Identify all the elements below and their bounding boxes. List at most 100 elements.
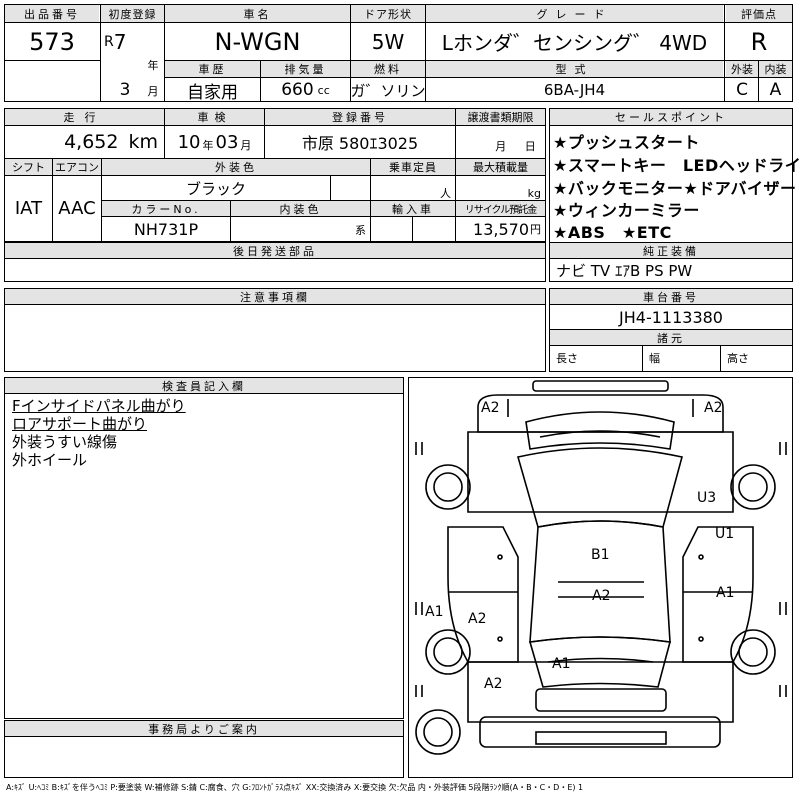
fuel-label: 燃料 [351,61,425,77]
history-label: 車歴 [165,61,260,77]
diagram-rear-hatch [528,636,672,688]
mileage-value: 4,652 [64,131,119,153]
ac: AAC [58,198,96,219]
model: 6BA-JH4 [543,81,606,99]
width-label: 幅 [649,352,660,365]
inspector-note: 外ホイール [12,451,88,469]
displacement: 660 cc [261,78,350,102]
fuel: ガ゛ソリン [351,81,425,100]
sales-point-item: ★バックモニター★ドアバイザー [553,179,797,198]
reg-year: 7 [113,30,127,54]
insp-month: 03 [215,131,239,153]
exterior-score: C [736,80,748,100]
recycle-label: リサイクル預託金 [456,201,545,216]
damage-mark: A1 [425,604,444,620]
ac-label: エアコン [53,159,101,175]
diagram-body-outline [477,394,724,433]
first-reg-label: 初度登録 [101,5,164,22]
sales-point-item: ★ABS ★ETC [553,223,672,242]
transfer-label: 譲渡書類期限 [456,109,545,125]
mileage-unit: km [128,131,158,153]
diagram-windshield [516,447,683,528]
diagram-bumper-front [532,380,669,392]
inspection-date: 10 年 03 月 [165,126,264,158]
displacement-label: 排気量 [261,61,350,77]
damage-mark: A2 [704,400,723,416]
options-value: ナビ TV ｴｱB PS PW [556,261,693,280]
car-diagram-frame [408,377,793,778]
header-block [4,4,793,102]
displacement-unit: cc [317,83,330,97]
diagram-bumper-rear [479,716,721,748]
score: R [750,27,768,56]
damage-mark: U3 [697,490,717,506]
insp-year: 10 [177,131,201,153]
shift: IAT [14,198,43,219]
mileage-label: 走行 [5,109,164,125]
damage-mark: A2 [592,588,611,604]
legend: A:ｷｽﾞ U:ﾍｺﾐ B:ｷｽﾞを伴うﾍｺﾐ P:要塗装 W:補修跡 S:錆 … [6,783,584,792]
door-label: ドア形状 [351,5,425,22]
insp-year-unit: 年 [202,139,214,152]
int-color-unit: 系 [355,224,366,237]
history: 自家用 [187,82,238,103]
sales-point-item: ★ウィンカーミラー [553,201,700,220]
sales-points-block [549,108,793,282]
score-label: 評価点 [726,5,792,22]
chassis-no: JH4-1113380 [619,307,723,327]
spec-label: 諸元 [550,330,792,345]
recycle-value: 13,570 [473,219,529,239]
ext-color: ブラック [185,179,246,198]
diagram-right-doors [682,526,754,663]
exterior-label: 外装 [726,61,758,77]
lot-no: 573 [29,27,75,56]
height-label: 高さ [727,352,749,365]
transfer-day-unit: 日 [524,140,536,153]
car-diagram [415,380,787,755]
color-no: NH731P [133,219,199,239]
diagram-spare-wheel [415,709,461,755]
transfer-date: 月 日 [456,126,545,158]
sales-point-item: ★スマートキー LEDヘッドライト [553,156,800,175]
diagram-wheel-rr [730,629,776,675]
lot-no-label: 出品番号 [5,5,99,22]
displacement-value: 660 [281,80,314,100]
mileage: 4,652 km [5,126,164,158]
insp-month-unit: 月 [240,139,252,152]
damage-mark: A2 [481,400,500,416]
transfer-month-unit: 月 [495,140,507,153]
damage-mark: A1 [716,585,735,601]
damage-mark: B1 [591,547,610,563]
chassis-label: 車台番号 [550,289,792,304]
inspector-note: ロアサポート曲がり [12,415,148,433]
grade-label: グレード [426,5,723,22]
later-parts-label: 後日発送部品 [5,243,545,258]
interior-label: 内装 [759,61,792,77]
color-no-label: カラーNo. [102,201,230,216]
damage-mark: U1 [715,526,735,542]
max-load-label: 最大積載量 [456,159,545,175]
reg-no: 市原 580ｴ3025 [301,134,419,153]
inspection-label: 車検 [165,109,264,125]
capacity-unit: 人 [440,187,451,200]
max-load-unit: kg [527,186,541,200]
car-name-label: 車名 [165,5,350,22]
int-color-label: 内装色 [231,201,370,216]
era: R [104,34,114,50]
reg-month: 3 [119,80,131,100]
inspector-block [4,377,404,719]
sales-points-label: セールスポイント [550,109,792,125]
inspector-note: Fインサイドパネル曲がり [12,397,186,415]
office-label: 事務局よりご案内 [5,721,403,736]
car-name: N-WGN [214,27,301,56]
import-label: 輸入車 [371,201,455,216]
inspector-label: 検査員記入欄 [5,378,403,393]
caution-label: 注意事項欄 [5,289,545,304]
interior-score: A [769,80,782,100]
diagram-wheel-fr [730,464,776,510]
capacity-label: 乗車定員 [371,159,455,175]
sales-point-item: ★プッシュスタート [553,133,700,152]
ext-color-label: 外装色 [102,159,370,175]
length-label: 長さ [556,352,578,365]
